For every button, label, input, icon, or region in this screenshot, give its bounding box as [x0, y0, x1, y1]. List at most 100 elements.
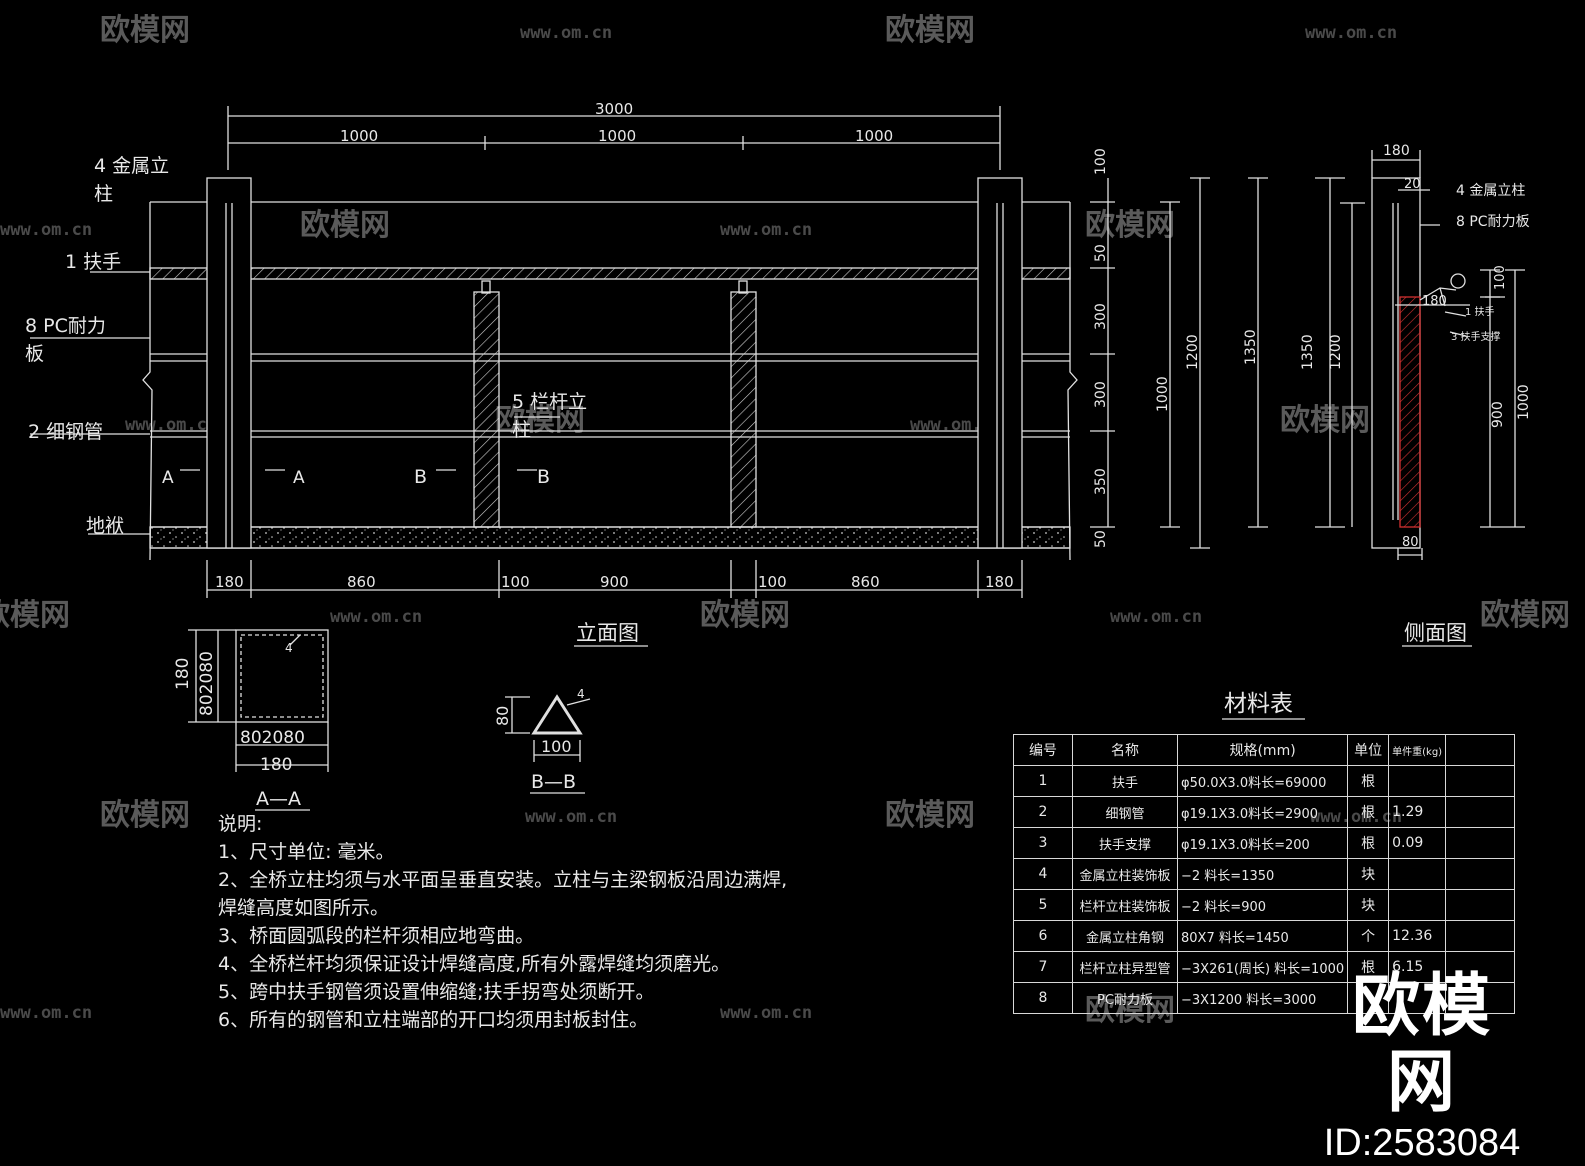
side-label-pc: 8 PC耐力板 [1456, 214, 1530, 230]
label-post: 4 金属立 [94, 155, 169, 177]
side-label-handrail: 1 扶手 [1465, 305, 1495, 318]
table-cell [1347, 982, 1390, 1014]
aa-dim-wsub: 802080 [240, 728, 305, 748]
watermark-url: www.om.cn [1305, 23, 1397, 43]
side-b80: 80 [1402, 535, 1419, 550]
dim-r1350: 1350 [1243, 329, 1259, 365]
notes: 说明: 1、尺寸单位: 毫米。 2、全桥立柱均须与水平面呈垂直安装。立柱与主梁钢… [218, 810, 787, 1034]
watermark-logo: 欧模网 [0, 598, 70, 633]
watermark-logo: 欧模网 [885, 13, 975, 48]
bb-dim-h: 80 [493, 706, 512, 726]
note-item: 4、全桥栏杆均须保证设计焊缝高度,所有外露焊缝均须磨光。 [218, 953, 731, 975]
elevation-title: 立面图 [576, 621, 639, 645]
table-cell [1388, 889, 1447, 921]
elevation-view [30, 106, 1268, 647]
cad-drawing: 欧模网欧模网欧模网欧模网欧模网欧模网欧模网欧模网欧模网欧模网欧模网欧模网www.… [0, 13, 1570, 1028]
watermark-logo: 欧模网 [300, 208, 390, 243]
sec-a1: A [162, 468, 174, 488]
col-header [1445, 734, 1516, 766]
table-cell: 80X7 料长=1450 [1176, 920, 1349, 952]
section-bb-labels: 4 80 100 B—B [493, 687, 585, 793]
table-cell: φ19.1X3.0料长=200 [1176, 827, 1349, 859]
note-item: 5、跨中扶手钢管须设置伸缩缝;扶手拐弯处须断开。 [218, 981, 655, 1003]
watermark-url: www.om.cn [330, 607, 422, 627]
elevation-labels: 3000 1000 1000 1000 4 金属立 柱 1 扶手 8 PC耐力 … [25, 100, 1259, 645]
table-cell: 个 [1347, 920, 1390, 952]
label-pipe: 2 细钢管 [28, 421, 103, 443]
side-label-support: 3 扶手支撑 [1451, 330, 1501, 343]
table-cell: −2 料长=1350 [1176, 858, 1349, 890]
bb-tag: 4 [577, 687, 585, 701]
side-labels: 180 20 4 金属立柱 8 PC耐力板 180 1 扶手 3 扶手支撑 13… [1300, 143, 1532, 645]
notes-title: 说明: [218, 813, 263, 835]
table-cell [1445, 827, 1516, 859]
table-cell: 5 [1013, 889, 1073, 921]
table-cell: 6 [1013, 920, 1073, 952]
side-w180: 180 [1383, 143, 1410, 159]
dim-r50: 50 [1093, 244, 1109, 262]
dim-seg2: 1000 [598, 127, 636, 145]
label-plinth: 地袱 [86, 515, 124, 537]
sec-b2: B [537, 466, 550, 488]
sec-b1: B [414, 466, 427, 488]
brand-id: ID:2583084 [1323, 1122, 1521, 1164]
dim-r1200: 1200 [1185, 334, 1201, 370]
side-h180: 180 [1422, 294, 1447, 309]
table-cell: PC耐力板 [1072, 982, 1178, 1014]
dim-r100: 100 [1093, 148, 1109, 175]
section-aa-labels: 4 180 802080 802080 180 A—A [173, 641, 305, 810]
dim-b3: 100 [501, 573, 530, 591]
side-title: 侧面图 [1404, 621, 1467, 645]
table-cell: 8 [1013, 982, 1073, 1014]
table-cell: φ50.0X3.0料长=69000 [1176, 765, 1349, 797]
table-cell: 2 [1013, 796, 1073, 828]
dim-seg3: 1000 [855, 127, 893, 145]
watermark-url: www.om.cn [125, 415, 217, 435]
dim-b1: 180 [215, 573, 244, 591]
label-post2: 柱 [94, 183, 113, 205]
side-h1350: 1350 [1300, 334, 1316, 370]
table-cell: 块 [1347, 889, 1390, 921]
table-cell: 金属立柱角钢 [1072, 920, 1178, 952]
brand-name: 欧模网 [1351, 968, 1492, 1120]
watermark-logo: 欧模网 [495, 403, 585, 438]
materials-title-group: 材料表 [1222, 691, 1305, 720]
table-cell: 3 [1013, 827, 1073, 859]
table-cell: 0.09 [1388, 827, 1447, 859]
watermark-url: www.om.cn [525, 807, 617, 827]
side-h100: 100 [1493, 265, 1508, 290]
dim-total: 3000 [595, 100, 633, 118]
watermark-layer: 欧模网欧模网欧模网欧模网欧模网欧模网欧模网欧模网欧模网欧模网欧模网欧模网www.… [0, 13, 1570, 1028]
note-item: 焊缝高度如图所示。 [218, 897, 390, 919]
side-h1000: 1000 [1516, 384, 1532, 420]
watermark-url: www.om.cn [1110, 607, 1202, 627]
dim-b2: 860 [347, 573, 376, 591]
materials-title: 材料表 [1224, 691, 1293, 717]
dim-r300a: 300 [1093, 303, 1109, 330]
dim-r1000: 1000 [1155, 376, 1171, 412]
table-cell: 根 [1347, 765, 1390, 797]
watermark-logo: 欧模网 [1480, 598, 1570, 633]
table-cell: 栏杆立柱异型管 [1072, 951, 1178, 983]
table-cell: 金属立柱装饰板 [1072, 858, 1178, 890]
table-cell: 块 [1347, 858, 1390, 890]
aa-dim-w: 180 [260, 755, 292, 775]
materials-header-row: 编号 名称 规格(mm) 单位 单件重(kg) [1013, 734, 1516, 766]
col-header: 编号 [1013, 734, 1073, 766]
watermark-url: www.om.cn [720, 1003, 812, 1023]
table-cell [1445, 920, 1516, 952]
brand-logo: 欧模网 ID:2583084 [1322, 968, 1522, 1166]
aa-title: A—A [256, 788, 301, 810]
table-cell: 1.29 [1388, 796, 1447, 828]
watermark-url: www.om.cn [0, 220, 92, 240]
col-header: 规格(mm) [1176, 734, 1349, 766]
table-cell: 扶手支撑 [1072, 827, 1178, 859]
note-item: 1、尺寸单位: 毫米。 [218, 841, 395, 863]
col-header: 单位 [1347, 734, 1390, 766]
side-view [1315, 150, 1525, 647]
label-baluster: 5 栏杆立 [512, 391, 587, 413]
label-pc: 8 PC耐力 [25, 315, 106, 337]
